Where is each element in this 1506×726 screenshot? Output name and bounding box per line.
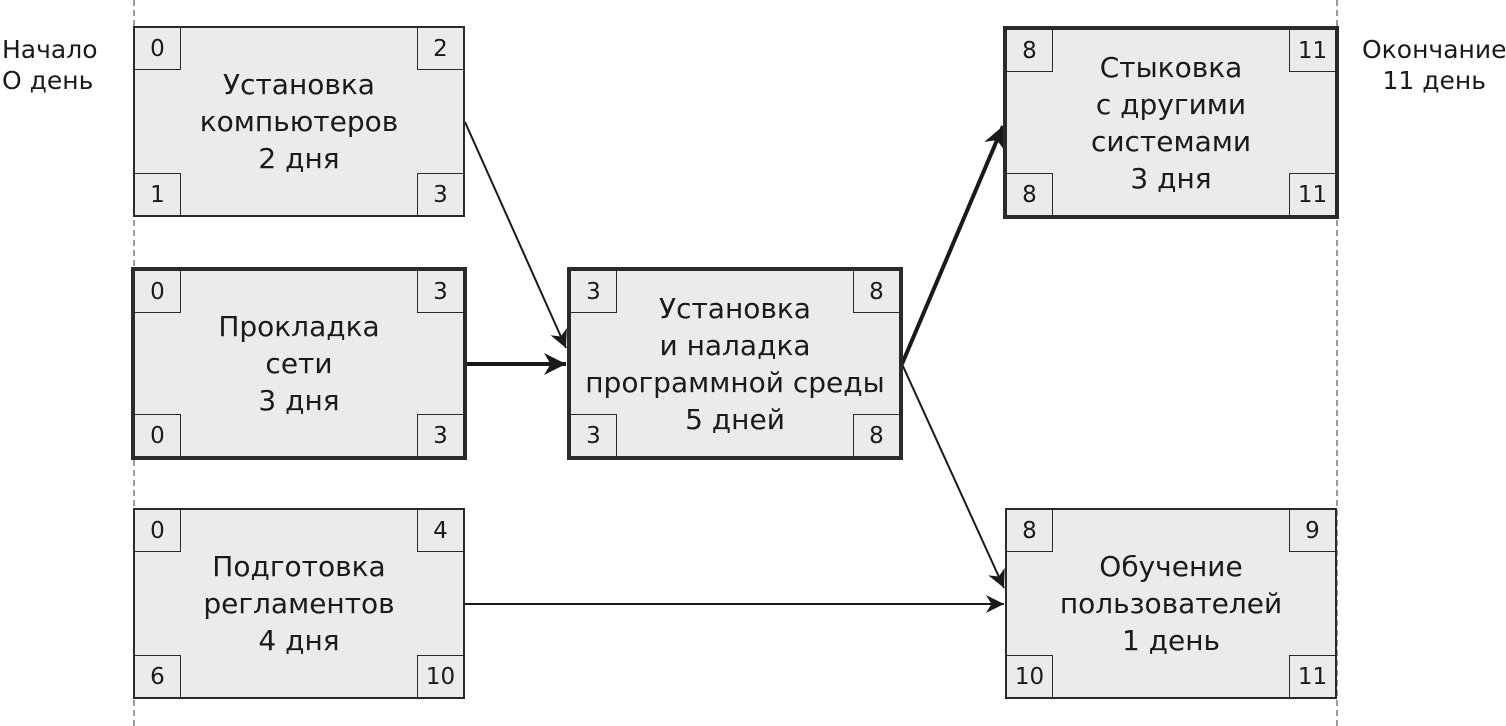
task-software[interactable]: 3 8 3 8 Установка и наладка программной … (567, 267, 903, 460)
late-start: 6 (135, 655, 181, 697)
late-start: 10 (1007, 655, 1053, 697)
late-start: 0 (135, 414, 181, 456)
end-milestone-label: Окончание 11 день (1362, 35, 1506, 95)
early-finish: 3 (417, 271, 463, 313)
task-title: Подготовка регламентов 4 дня (203, 550, 395, 657)
early-start: 0 (135, 510, 181, 552)
late-finish: 10 (417, 655, 463, 697)
task-title: Установка компьютеров 2 дня (199, 68, 399, 175)
task-integration[interactable]: 8 11 8 11 Стыковка с другими системами 3… (1003, 26, 1339, 219)
early-start: 0 (135, 28, 181, 70)
late-finish: 8 (853, 414, 899, 456)
late-start: 8 (1007, 173, 1053, 215)
early-start: 0 (135, 271, 181, 313)
task-regulations[interactable]: 0 4 6 10 Подготовка регламентов 4 дня (133, 508, 465, 699)
late-start: 1 (135, 173, 181, 215)
task-install-computers[interactable]: 0 2 1 3 Установка компьютеров 2 дня (133, 26, 465, 217)
task-training[interactable]: 8 9 10 11 Обучение пользователей 1 день (1005, 508, 1337, 699)
end-boundary-line (1336, 0, 1338, 726)
early-finish: 8 (853, 271, 899, 313)
arrow-software-to-training (901, 363, 1005, 589)
early-finish: 9 (1289, 510, 1335, 552)
early-finish: 11 (1289, 30, 1335, 72)
arrow-install-computers-to-software (464, 121, 567, 349)
task-title: Стыковка с другими системами 3 дня (1090, 50, 1252, 195)
arrow-software-to-integration (900, 125, 1005, 365)
late-finish: 11 (1289, 173, 1335, 215)
task-title: Обучение пользователей 1 день (1059, 550, 1283, 657)
early-finish: 2 (417, 28, 463, 70)
late-finish: 3 (417, 173, 463, 215)
early-finish: 4 (417, 510, 463, 552)
early-start: 8 (1007, 30, 1053, 72)
task-network[interactable]: 0 3 0 3 Прокладка сети 3 дня (131, 267, 467, 460)
task-title: Установка и наладка программной среды 5 … (585, 291, 885, 436)
late-start: 3 (571, 414, 617, 456)
start-milestone-label: Начало O день (2, 35, 98, 95)
early-start: 3 (571, 271, 617, 313)
task-title: Прокладка сети 3 дня (218, 310, 380, 417)
late-finish: 3 (417, 414, 463, 456)
early-start: 8 (1007, 510, 1053, 552)
late-finish: 11 (1289, 655, 1335, 697)
